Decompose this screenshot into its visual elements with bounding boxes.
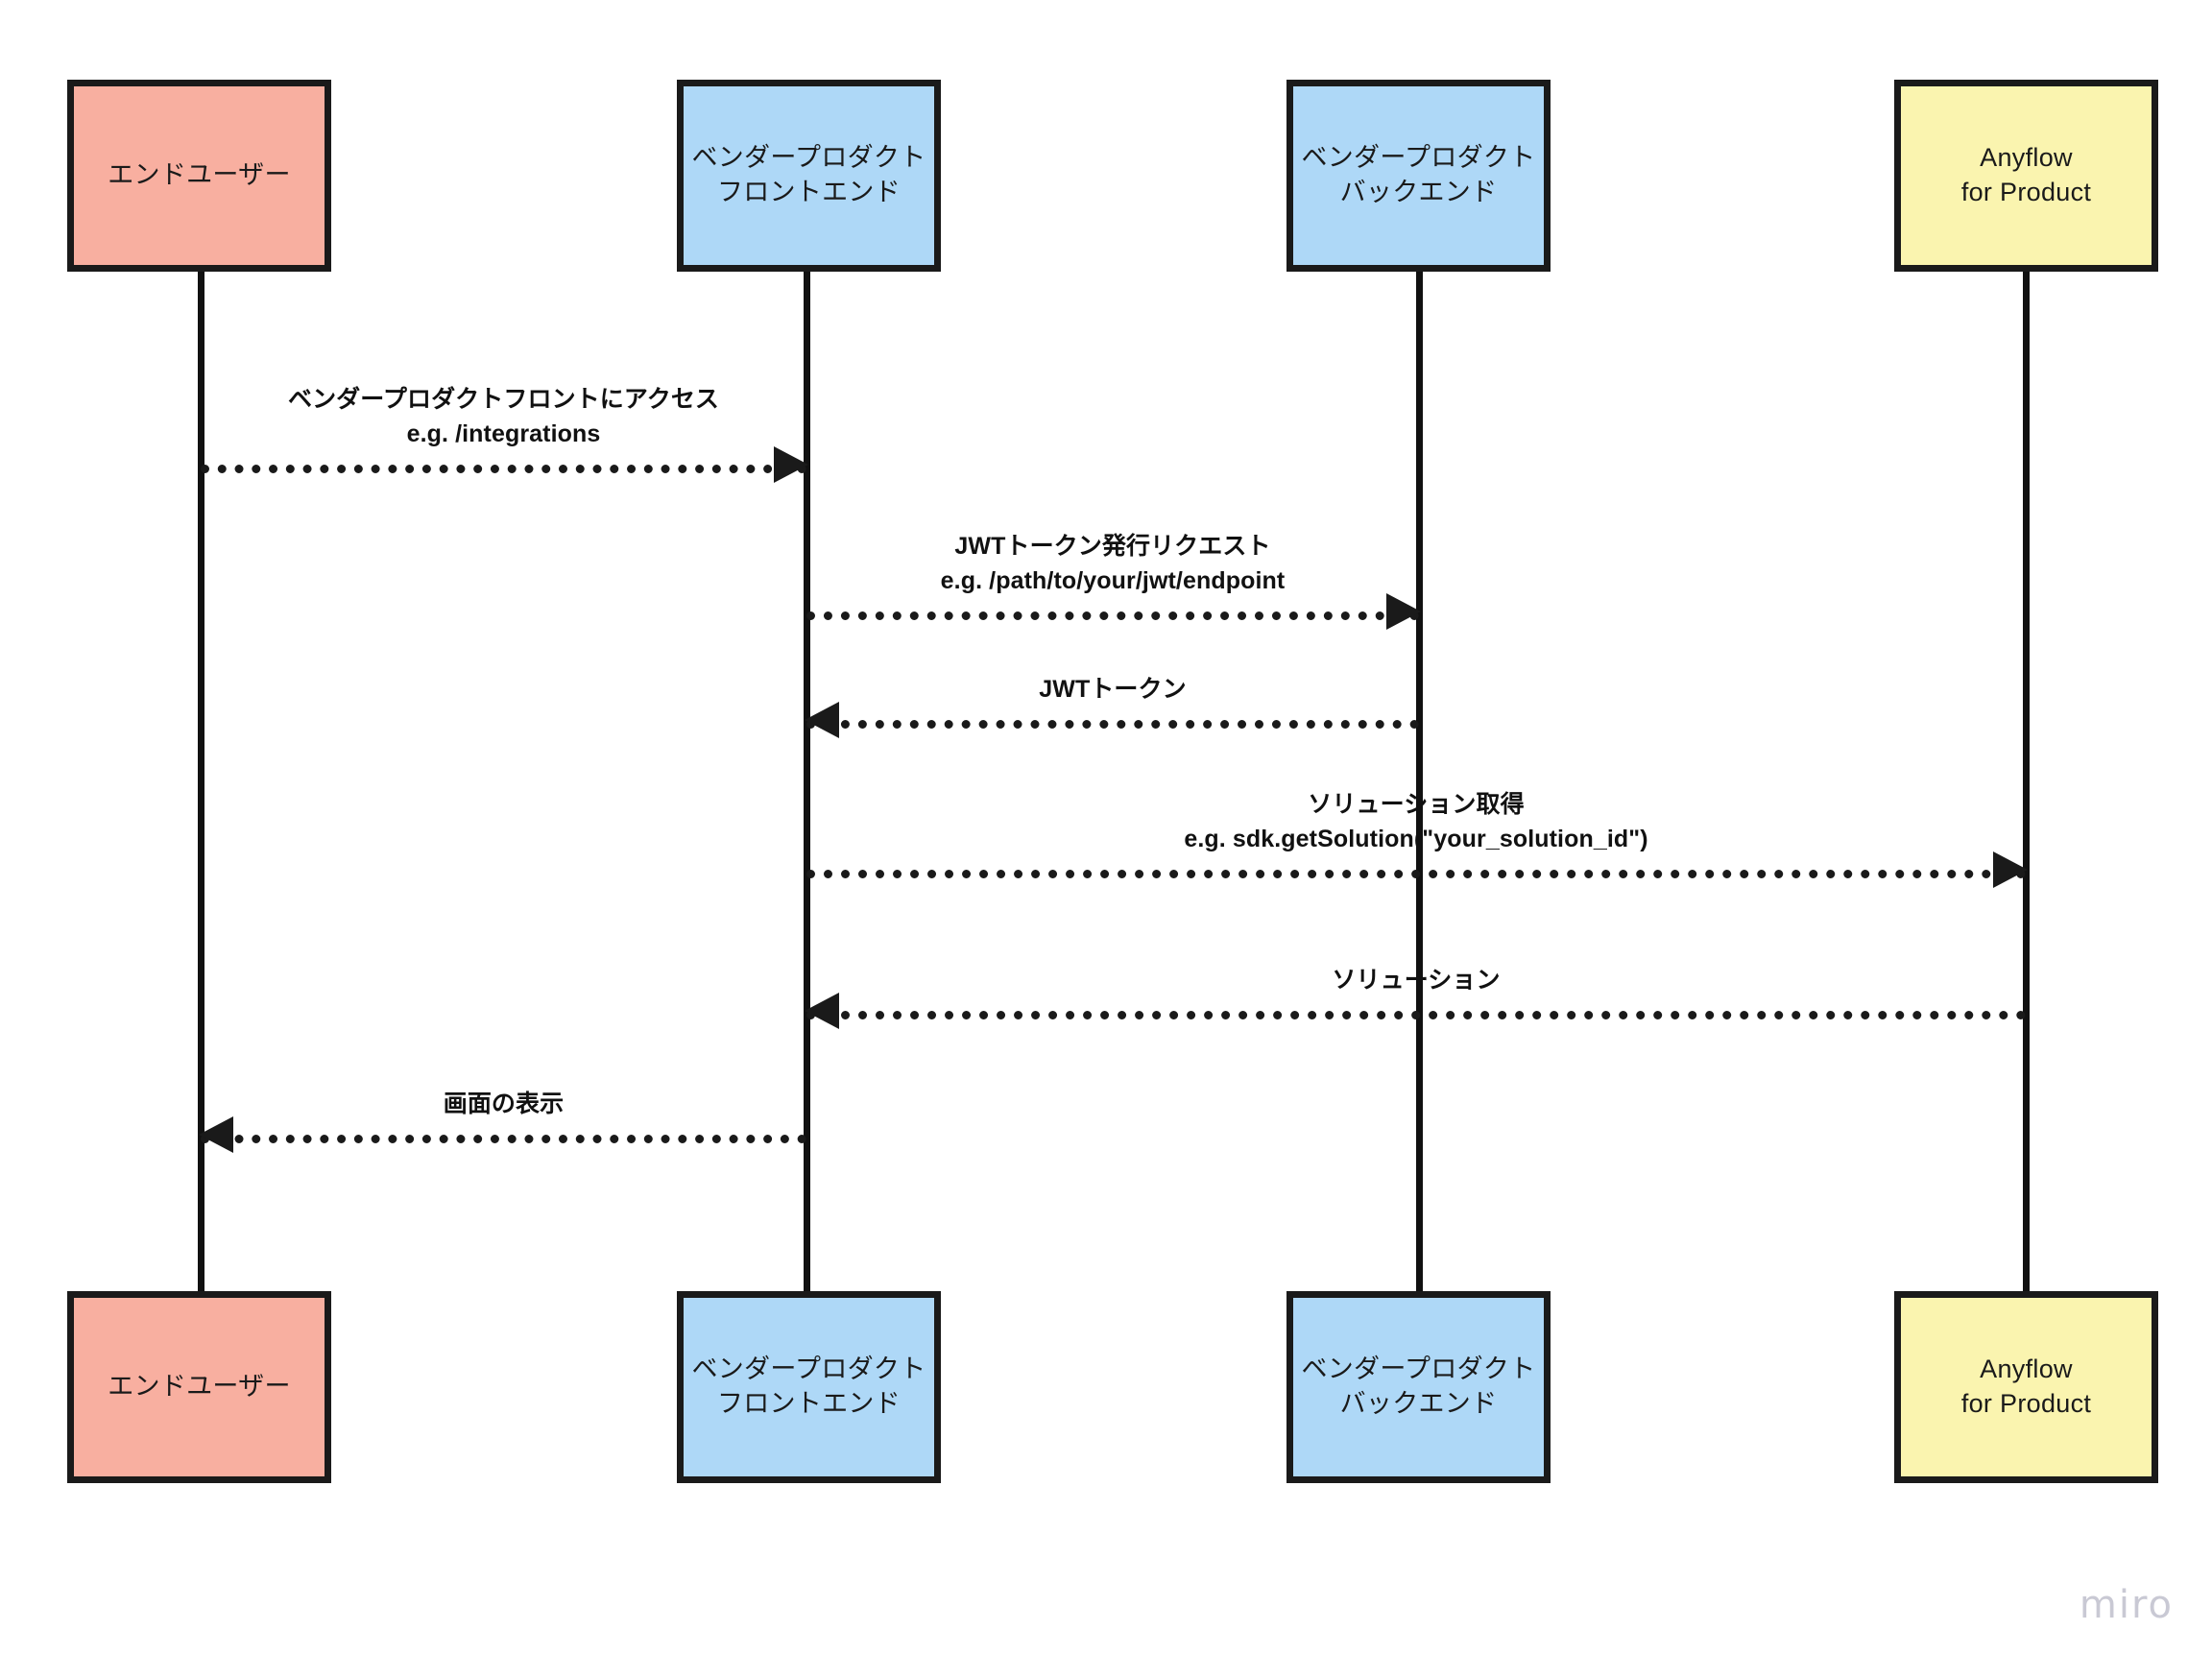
message-line-msg-solution bbox=[806, 1011, 2026, 1019]
lifeline-vendor-frontend bbox=[804, 266, 810, 1297]
participant-box-anyflow-for-product-top[interactable]: Anyflow for Product bbox=[1894, 80, 2158, 272]
message-line-msg-render-screen bbox=[201, 1135, 806, 1143]
participant-box-end-user-top[interactable]: エンドユーザー bbox=[67, 80, 331, 272]
participant-label-end-user: エンドユーザー bbox=[108, 1372, 291, 1402]
message-caption-msg-get-solution: ソリューション取得 e.g. sdk.getSolution("your_sol… bbox=[1184, 791, 1648, 852]
participant-label-vendor-frontend: ベンダープロダクト フロントエンド bbox=[691, 1354, 926, 1418]
participant-box-end-user-bottom[interactable]: エンドユーザー bbox=[67, 1291, 331, 1483]
participant-box-vendor-frontend-top[interactable]: ベンダープロダクト フロントエンド bbox=[677, 80, 941, 272]
message-caption-msg-access-frontend: ベンダープロダクトフロントにアクセス e.g. /integrations bbox=[287, 386, 720, 447]
arrowhead-right-icon bbox=[1993, 851, 2028, 888]
participant-box-anyflow-for-product-bottom[interactable]: Anyflow for Product bbox=[1894, 1291, 2158, 1483]
arrowhead-left-icon bbox=[805, 702, 839, 738]
participant-box-vendor-backend-bottom[interactable]: ベンダープロダクト バックエンド bbox=[1286, 1291, 1551, 1483]
message-line-msg-jwt-request bbox=[806, 611, 1419, 620]
message-caption-msg-jwt-token: JWTトークン bbox=[1039, 675, 1187, 703]
miro-watermark: miro bbox=[2079, 1583, 2174, 1627]
message-caption-msg-solution: ソリューション bbox=[1332, 966, 1501, 994]
message-line-msg-jwt-token bbox=[806, 720, 1419, 729]
participant-label-vendor-backend: ベンダープロダクト バックエンド bbox=[1301, 1354, 1536, 1418]
arrowhead-left-icon bbox=[805, 993, 839, 1029]
lifeline-anyflow-for-product bbox=[2023, 266, 2030, 1297]
lifeline-end-user bbox=[198, 266, 204, 1297]
participant-label-vendor-backend: ベンダープロダクト バックエンド bbox=[1301, 143, 1536, 206]
arrowhead-left-icon bbox=[199, 1116, 233, 1153]
arrowhead-right-icon bbox=[774, 446, 808, 483]
message-line-msg-access-frontend bbox=[201, 465, 806, 473]
lifeline-vendor-backend bbox=[1416, 266, 1423, 1297]
participant-label-vendor-frontend: ベンダープロダクト フロントエンド bbox=[691, 143, 926, 206]
participant-label-anyflow-for-product: Anyflow for Product bbox=[1960, 1354, 2092, 1418]
participant-box-vendor-frontend-bottom[interactable]: ベンダープロダクト フロントエンド bbox=[677, 1291, 941, 1483]
message-line-msg-get-solution bbox=[806, 870, 2026, 878]
message-caption-msg-jwt-request: JWTトークン発行リクエスト e.g. /path/to/your/jwt/en… bbox=[940, 533, 1286, 594]
participant-label-anyflow-for-product: Anyflow for Product bbox=[1960, 143, 2092, 206]
arrowhead-right-icon bbox=[1386, 593, 1421, 630]
participant-label-end-user: エンドユーザー bbox=[108, 160, 291, 190]
participant-box-vendor-backend-top[interactable]: ベンダープロダクト バックエンド bbox=[1286, 80, 1551, 272]
message-caption-msg-render-screen: 画面の表示 bbox=[443, 1090, 565, 1117]
